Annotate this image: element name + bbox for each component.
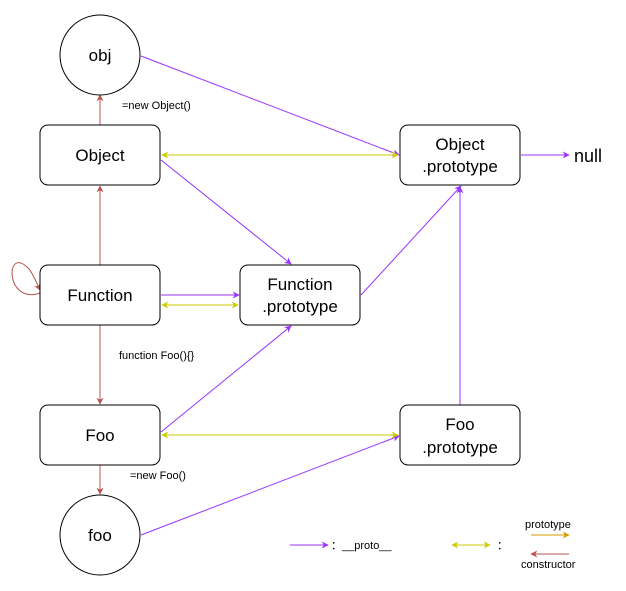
node-object-shape xyxy=(39,124,161,186)
node-foo-shape xyxy=(39,404,161,466)
legend-bidir-label: ： xyxy=(497,540,508,552)
edge-object-proto xyxy=(160,159,292,265)
node-null: null xyxy=(574,146,602,166)
node-function-shape xyxy=(39,264,161,326)
node-foo-prototype[interactable]: Foo .prototype xyxy=(399,404,521,466)
edge-foo-proto xyxy=(160,325,292,433)
node-function-prototype-shape xyxy=(239,264,361,326)
node-foo[interactable]: Foo xyxy=(39,404,161,466)
node-foo-instance-shape xyxy=(59,494,141,576)
edge-label-new-foo: =new Foo() xyxy=(130,470,186,482)
node-obj-label: obj xyxy=(89,46,112,65)
edge-foo-instance-proto xyxy=(140,434,400,536)
node-function-prototype-label-2: .prototype xyxy=(262,297,338,316)
node-function-prototype[interactable]: Function .prototype xyxy=(239,264,361,326)
legend-prototype-label: prototype xyxy=(525,519,571,531)
node-foo-instance-label: foo xyxy=(88,526,112,545)
legend-constructor-label: constructor xyxy=(521,559,576,571)
node-foo-prototype-label-1: Foo xyxy=(445,415,474,434)
node-foo-prototype-shape xyxy=(399,404,521,466)
node-function-prototype-label-1: Function xyxy=(267,275,332,294)
node-object-prototype-label-1: Object xyxy=(435,135,484,154)
node-object-prototype-shape xyxy=(399,124,521,186)
proto-edges xyxy=(140,55,570,536)
node-foo-prototype-label-2: .prototype xyxy=(422,438,498,457)
edge-label-function-foo: function Foo(){} xyxy=(119,350,195,362)
node-obj-shape xyxy=(59,14,141,96)
edge-function-prototype-proto xyxy=(360,185,462,296)
constructor-edges xyxy=(11,94,104,495)
node-function[interactable]: Function xyxy=(39,264,161,326)
node-foo-instance[interactable]: foo xyxy=(59,494,141,576)
legend: ：__proto__ ： prototype constructor xyxy=(290,519,576,571)
node-obj[interactable]: obj xyxy=(59,14,141,96)
node-null-label: null xyxy=(574,146,602,166)
edge-label-new-object: =new Object() xyxy=(122,100,191,112)
edge-function-self-loop xyxy=(11,262,41,296)
node-foo-label: Foo xyxy=(85,426,114,445)
legend-proto-label: ：__proto__ xyxy=(331,540,392,552)
edge-obj-proto xyxy=(140,55,400,157)
node-object-label: Object xyxy=(75,146,124,165)
node-object-prototype-label-2: .prototype xyxy=(422,157,498,176)
prototype-edges xyxy=(161,151,399,439)
node-object[interactable]: Object xyxy=(39,124,161,186)
node-object-prototype[interactable]: Object .prototype xyxy=(399,124,521,186)
node-function-label: Function xyxy=(67,286,132,305)
